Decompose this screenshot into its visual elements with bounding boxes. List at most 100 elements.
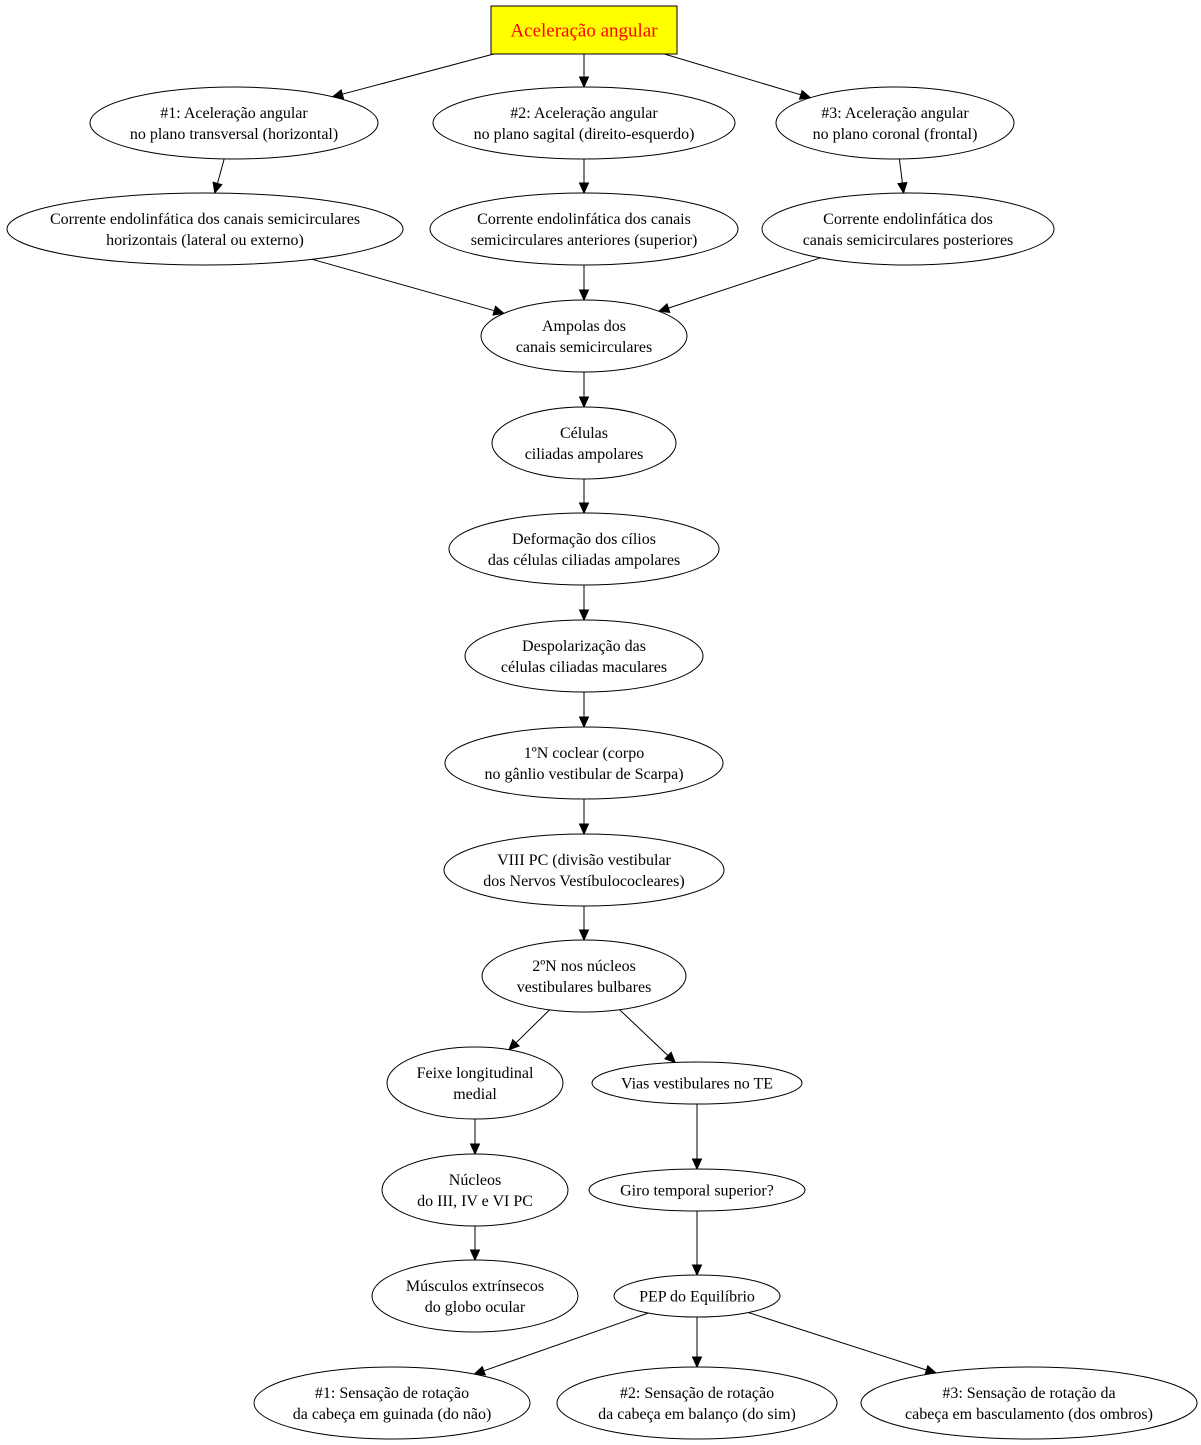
node-box xyxy=(490,5,678,55)
node-label-line: das células ciliadas ampolares xyxy=(488,552,680,569)
arrowhead xyxy=(691,1356,703,1369)
node-label: Giro temporal superior? xyxy=(620,1183,774,1200)
edge-line xyxy=(483,1312,649,1372)
node-ellipse xyxy=(444,726,724,800)
node-label-line: cabeça em basculamento (dos ombros) xyxy=(905,1406,1153,1423)
node-label-line: 1ºN coclear (corpo xyxy=(524,745,644,762)
edge-current1-to-ampolas xyxy=(312,258,506,316)
arrowhead xyxy=(578,289,590,302)
edge-neuron2-to-feixe xyxy=(508,1009,550,1051)
node-label-line: Núcleos xyxy=(449,1172,501,1189)
edge-plane3-to-current3 xyxy=(897,158,908,195)
edge-viii-to-neuron2 xyxy=(578,906,590,942)
edge-line xyxy=(748,1312,927,1371)
node-root: Aceleração angular xyxy=(490,5,678,55)
edge-plane2-to-current2 xyxy=(578,159,590,195)
edge-line xyxy=(664,53,801,96)
node-label-line: Corrente endolinfática dos canais xyxy=(477,211,691,228)
edge-plane1-to-current1 xyxy=(212,158,225,195)
node-label: PEP do Equilíbrio xyxy=(639,1289,755,1306)
arrowhead xyxy=(578,502,590,515)
edge-root-to-plane1 xyxy=(331,53,494,100)
edge-vias-to-giro xyxy=(691,1104,703,1171)
node-current1: Corrente endolinfática dos canais semici… xyxy=(6,192,404,266)
arrowhead xyxy=(578,609,590,622)
node-label: #2: Aceleração angular no plano sagital (… xyxy=(474,105,695,143)
node-ellipse xyxy=(556,1366,838,1440)
node-ellipse xyxy=(443,833,725,907)
node-ellipse xyxy=(761,192,1055,266)
node-label-line: #3: Aceleração angular xyxy=(821,105,969,122)
edge-line xyxy=(312,258,495,312)
node-vias: Vias vestibulares no TE xyxy=(591,1061,803,1105)
node-plane2: #2: Aceleração angular no plano sagital (… xyxy=(432,86,736,160)
node-label-line: canais semicirculares posteriores xyxy=(803,232,1014,249)
edge-line xyxy=(217,158,225,184)
node-ellipse xyxy=(381,1153,569,1227)
node-label-line: Corrente endolinfática dos canais semici… xyxy=(50,211,360,228)
node-ellipse xyxy=(775,86,1015,160)
node-label: Vias vestibulares no TE xyxy=(621,1076,773,1093)
edge-root-to-plane3 xyxy=(664,53,812,100)
edge-nucleos-to-musculos xyxy=(469,1226,481,1262)
edge-line xyxy=(515,1009,550,1044)
node-ellipse xyxy=(591,1061,803,1105)
node-label-line: da cabeça em balanço (do sim) xyxy=(598,1406,796,1423)
node-ellipse xyxy=(588,1168,806,1212)
arrowhead xyxy=(691,1264,703,1277)
edges-layer xyxy=(212,53,938,1376)
arrowhead xyxy=(578,929,590,942)
arrowhead xyxy=(798,89,812,100)
node-label-line: canais semicirculares xyxy=(516,339,652,356)
edge-line xyxy=(898,158,903,184)
node-label-line: horizontais (lateral ou externo) xyxy=(106,232,304,249)
node-label-line: #1: Sensação de rotação xyxy=(315,1385,469,1402)
node-label-line: no plano sagital (direito-esquerdo) xyxy=(474,126,695,143)
node-label: Aceleração angular xyxy=(510,21,658,42)
edge-deformacao-to-despolarizacao xyxy=(578,585,590,622)
node-pep: PEP do Equilíbrio xyxy=(613,1274,781,1318)
node-ellipse xyxy=(491,406,677,480)
edge-celulas-to-deformacao xyxy=(578,479,590,515)
edge-root-to-plane2 xyxy=(578,54,590,89)
node-label-line: Ampolas dos xyxy=(542,318,626,335)
node-ellipse xyxy=(386,1046,564,1120)
node-ellipse xyxy=(6,192,404,266)
nodes-layer: Aceleração angular #1: Aceleração angular… xyxy=(6,5,1198,1440)
node-label-line: #3: Sensação de rotação da xyxy=(942,1385,1115,1402)
arrowhead xyxy=(469,1249,481,1262)
node-ellipse xyxy=(464,619,704,693)
node-label-line: #2: Aceleração angular xyxy=(510,105,658,122)
node-label-line: PEP do Equilíbrio xyxy=(639,1289,755,1306)
arrowhead xyxy=(897,181,908,195)
node-ellipse xyxy=(429,192,739,266)
edge-current3-to-ampolas xyxy=(657,257,821,313)
node-ellipse xyxy=(448,512,720,586)
node-ellipse xyxy=(371,1259,579,1333)
node-label-line: medial xyxy=(453,1086,497,1103)
edge-pep-to-sens2 xyxy=(691,1317,703,1369)
